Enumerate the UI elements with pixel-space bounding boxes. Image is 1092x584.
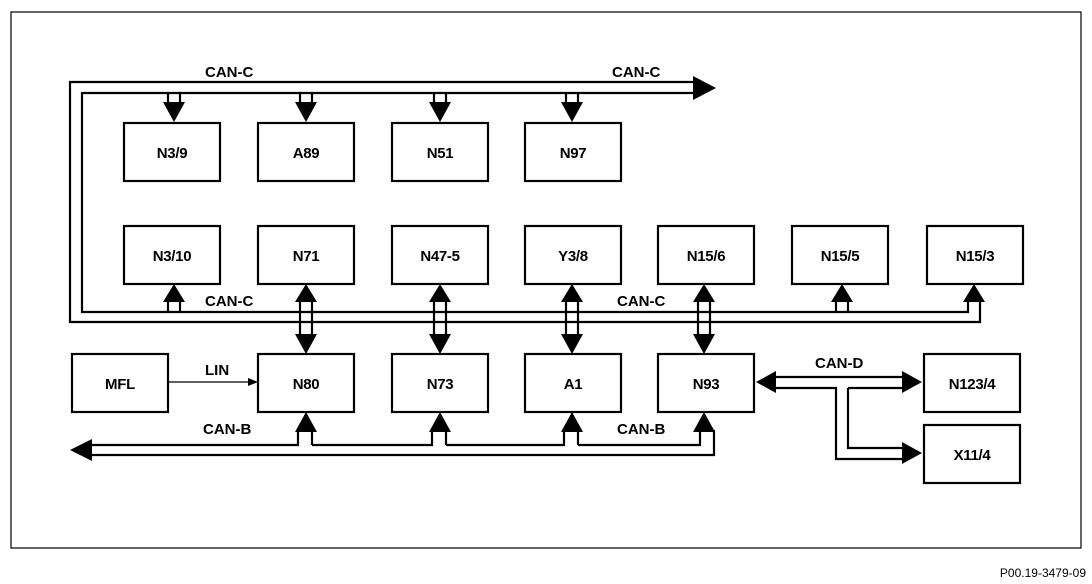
module-mfl (70, 352, 170, 414)
can-c-bus (68, 80, 982, 324)
can-c-top-drops (166, 93, 580, 102)
module-n97 (523, 121, 623, 183)
label-n51: N51 (427, 145, 454, 162)
can-c-down-arrowheads (295, 334, 715, 354)
label-n73: N73 (427, 376, 454, 393)
module-a89 (256, 121, 356, 183)
module-n80 (256, 352, 356, 414)
label-n123-4: N123/4 (949, 376, 997, 393)
label-n15-5: N15/5 (821, 248, 860, 265)
can-b-bus (92, 430, 716, 457)
module-n15-3 (925, 224, 1025, 286)
can-b-arrow-left (70, 439, 92, 461)
module-a1 (523, 352, 623, 414)
module-n123-4 (922, 352, 1022, 414)
label-n93: N93 (693, 376, 720, 393)
figure-reference-id: P00.19-3479-09 (999, 566, 1086, 580)
bus-label-can-c-mid-right: CAN-C (617, 293, 665, 310)
label-a89: A89 (293, 145, 320, 162)
module-n51 (390, 121, 490, 183)
module-n15-5 (790, 224, 890, 286)
bus-label-can-c-top-right: CAN-C (612, 64, 660, 81)
label-n3-9: N3/9 (157, 145, 188, 162)
module-y3-8 (523, 224, 623, 286)
label-n97: N97 (560, 145, 587, 162)
can-c-arrow-right (693, 76, 716, 100)
can-d-arrowheads (756, 371, 922, 464)
module-n93 (656, 352, 756, 414)
can-b-arrowheads (295, 412, 715, 432)
can-d-bus (776, 375, 902, 461)
label-mfl: MFL (105, 376, 135, 393)
module-n73 (390, 352, 490, 414)
module-n47-5 (390, 224, 490, 286)
label-y3-8: Y3/8 (558, 248, 588, 265)
label-n3-10: N3/10 (153, 248, 192, 265)
diagram-frame (10, 11, 1082, 549)
label-n15-3: N15/3 (956, 248, 995, 265)
can-c-through-connectors (298, 302, 712, 334)
module-n15-6 (656, 224, 756, 286)
bus-label-can-b-left: CAN-B (203, 421, 251, 438)
label-a1: A1 (564, 376, 583, 393)
bus-label-can-d: CAN-D (815, 355, 863, 372)
can-c-top-arrowheads (163, 102, 583, 122)
label-n15-6: N15/6 (687, 248, 726, 265)
label-x11-4: X11/4 (954, 447, 992, 464)
can-c-mid-arrowheads (163, 284, 985, 302)
module-boxes (70, 121, 1025, 485)
label-n71: N71 (293, 248, 320, 265)
bus-label-can-c-top-left: CAN-C (205, 64, 253, 81)
label-n80: N80 (293, 376, 320, 393)
can-c-mid-drops (166, 300, 850, 312)
module-n3-10 (122, 224, 222, 286)
lin-arrow (248, 378, 258, 386)
module-n3-9 (122, 121, 222, 183)
module-n71 (256, 224, 356, 286)
module-x11-4 (922, 423, 1022, 485)
bus-label-lin: LIN (205, 362, 229, 379)
label-n47-5: N47-5 (420, 248, 459, 265)
bus-label-can-c-mid-left: CAN-C (205, 293, 253, 310)
bus-label-can-b-right: CAN-B (617, 421, 665, 438)
